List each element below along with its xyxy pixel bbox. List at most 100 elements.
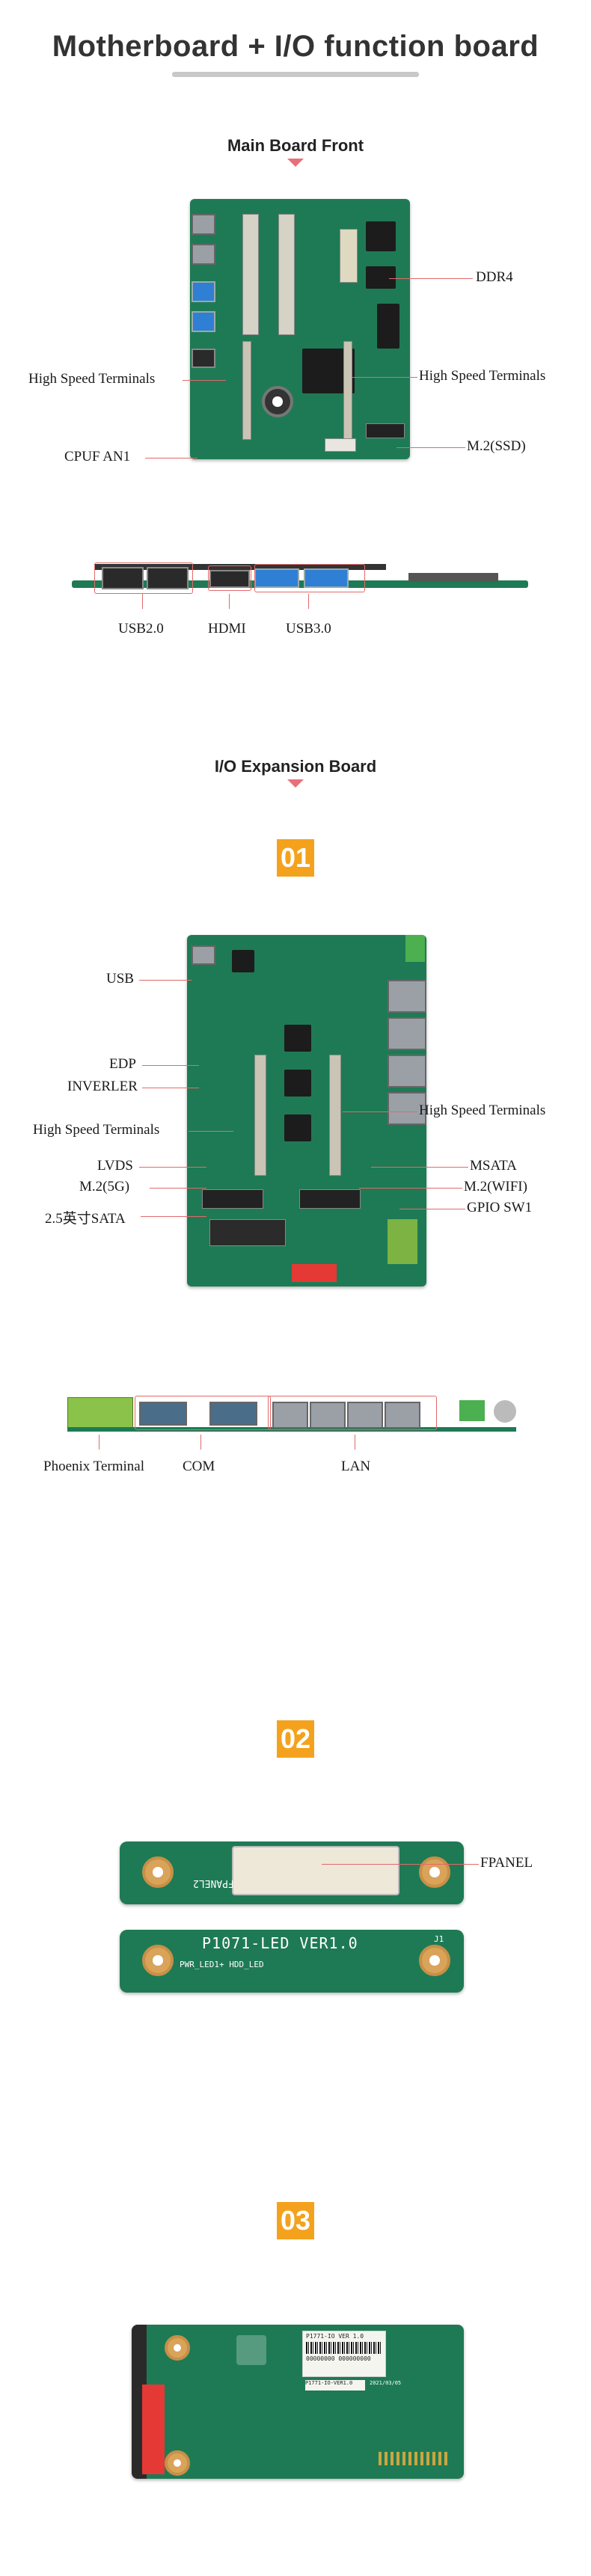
label-gpio: GPIO SW1 [467,1200,533,1215]
label-com: COM [183,1459,215,1474]
power-terminal-icon [459,1400,485,1421]
leader-line [150,1188,206,1189]
label-ddr4: DDR4 [476,269,513,285]
chip [232,950,254,972]
sticker-text-1: P1771-IO VER 1.0 [306,2333,364,2340]
connector [325,438,356,452]
usb2-highlight [94,562,193,594]
fpanel-board-front: FPANEL2 [120,1841,464,1904]
label-usb2: USB2.0 [118,621,164,637]
lan-port-icon [388,1092,426,1125]
sticker-text-4: 2021/03/05 [370,2380,402,2386]
mount-hole-icon [142,1856,174,1888]
mount-hole-icon [419,1945,450,1976]
label-hs-left: High Speed Terminals [33,1122,160,1138]
phoenix-terminal-icon [67,1397,133,1429]
leader-line [142,594,143,609]
leader-line [359,1188,462,1189]
label-phoenix: Phoenix Terminal [43,1459,144,1474]
leader-line [343,1111,417,1112]
usb3-highlight [254,564,365,592]
port-icon [192,244,215,265]
ram-module [340,229,358,283]
label-usb: USB [106,971,134,987]
leader-line [139,1167,206,1168]
com-port-icon [139,1402,187,1426]
pcb-edge [72,580,528,588]
red-terminal-icon [142,2385,165,2474]
lan-port-icon [272,1402,308,1429]
connector-strip [254,1055,266,1176]
main-board-heading: Main Board Front [227,136,364,155]
label-usb3: USB3.0 [286,621,331,637]
leader-line [322,1864,479,1865]
leader-line [183,380,226,381]
sata-connector [209,1219,286,1246]
label-fpanel: FPANEL [480,1855,533,1871]
mount-hole-icon [142,1945,174,1976]
leader-line [145,458,197,459]
usb-port-icon [192,281,215,302]
mount-hole-icon [165,2335,190,2361]
leader-line [200,1435,201,1450]
leader-line [308,594,309,609]
heatsink [94,564,386,570]
m2-slot [366,423,405,438]
chip [377,304,399,349]
badge-03: 03 [277,2202,314,2239]
m2-slot [202,1189,263,1209]
lan-port-icon [385,1402,420,1429]
label-inverter: INVERLER [67,1079,138,1094]
connector-strip [242,341,251,440]
leader-line [396,447,465,448]
label-edp: EDP [109,1056,136,1072]
mount-hole-icon [419,1856,450,1888]
dc-jack-icon [494,1400,516,1423]
leader-line [371,1167,468,1168]
fpanel-connector [232,1846,399,1895]
usb3-port-icon [254,568,299,588]
label-cpu-fan: CPUF AN1 [64,449,131,464]
ram-slot [278,214,295,335]
usb2-port-icon [147,567,189,589]
lan-port-icon [310,1402,346,1429]
leader-line [139,980,192,981]
chip [284,1070,311,1097]
sticker-text-3: P1771-IO-VER1.0 [305,2380,365,2391]
power-terminal-icon [405,935,425,962]
usb-port-icon [192,311,215,332]
usb-port-icon [192,945,215,965]
io-board-image [187,935,426,1287]
silk-board-name: P1071-LED VER1.0 [202,1934,358,1952]
page-title: Motherboard + I/O function board [52,30,539,63]
ram-slot [242,214,259,335]
connector-strip [343,341,352,440]
mount-hole-icon [165,2450,190,2476]
pin-header-icon [379,2452,450,2465]
label-hs-right: High Speed Terminals [419,1103,546,1118]
title-underline [172,72,419,77]
lan-port-icon [388,1055,426,1088]
chip [366,266,396,289]
chip [284,1114,311,1141]
usb3-port-icon [304,568,349,588]
phoenix-terminal-icon [388,1219,417,1264]
barcode-icon [306,2342,381,2354]
silk-fpanel2: FPANEL2 [193,1877,234,1889]
label-msata: MSATA [470,1158,517,1174]
leader-line [189,1131,233,1132]
port-icon [192,214,215,235]
com-highlight [135,1396,271,1430]
io-board-heading: I/O Expansion Board [214,757,377,776]
fpanel-board-back: P1071-LED VER1.0 PWR_LED1+ HDD_LED J1 [120,1930,464,1993]
usb2-port-icon [102,567,144,589]
label-hs-left: High Speed Terminals [28,371,156,387]
label-sata: 2.5英寸SATA [45,1211,126,1227]
terminal-red [292,1264,337,1282]
hdmi-highlight [208,565,251,591]
chip [366,221,396,251]
hdmi-port-icon [192,349,215,368]
lan-port-icon [388,980,426,1013]
leader-line [229,594,230,609]
label-lvds: LVDS [97,1158,133,1174]
